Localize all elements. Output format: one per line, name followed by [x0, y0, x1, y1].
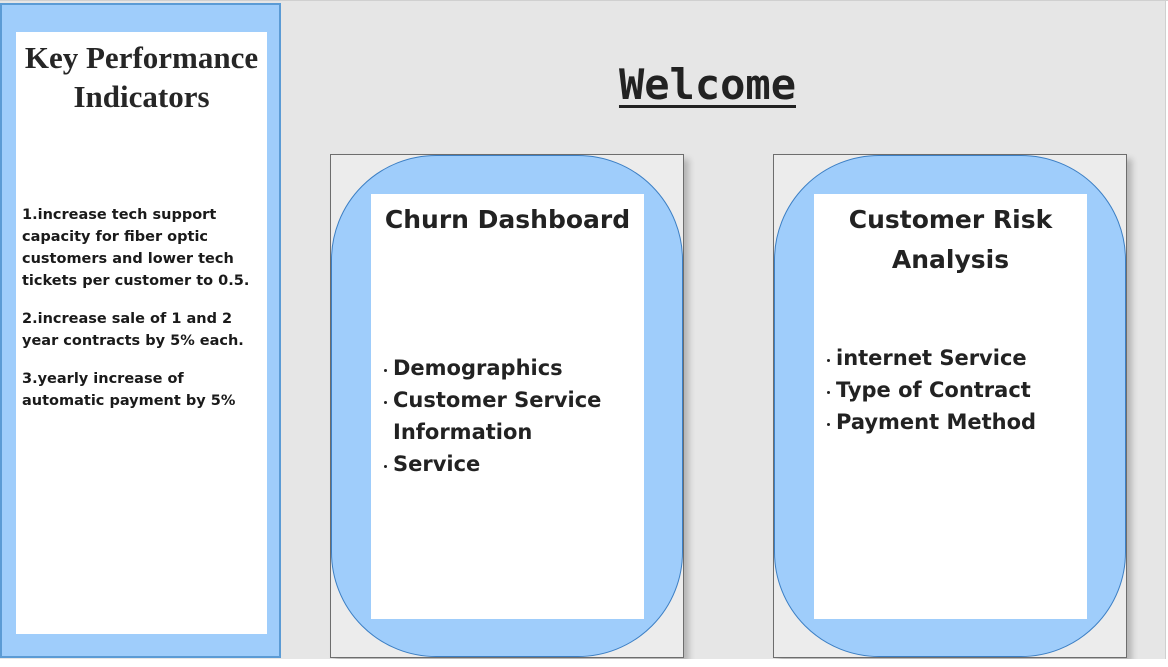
- list-item: Customer Service Information: [384, 384, 639, 448]
- churn-dashboard-button[interactable]: Churn Dashboard Demographics Customer Se…: [330, 154, 684, 658]
- churn-dashboard-title: Churn Dashboard: [384, 205, 631, 234]
- list-item: Service: [384, 448, 639, 480]
- customer-risk-analysis-card[interactable]: Customer Risk Analysis internet Service …: [814, 194, 1087, 619]
- bullet-icon: [384, 465, 387, 468]
- customer-risk-analysis-title: Customer Risk Analysis: [848, 205, 1053, 274]
- list-item-label: internet Service: [836, 346, 1027, 370]
- list-item-label: Payment Method: [836, 410, 1037, 434]
- list-item: Demographics: [384, 352, 639, 384]
- list-item: internet Service: [827, 342, 1082, 374]
- list-item-label: Customer Service Information: [393, 388, 602, 444]
- customer-risk-analysis-list: internet Service Type of Contract Paymen…: [827, 342, 1082, 438]
- kpi-title: Key Performance Indicators: [24, 40, 259, 114]
- list-item: Payment Method: [827, 406, 1082, 438]
- bullet-icon: [384, 401, 387, 404]
- kpi-panel: Key Performance Indicators 1.increase te…: [0, 3, 281, 658]
- churn-dashboard-card[interactable]: Churn Dashboard Demographics Customer Se…: [371, 194, 644, 619]
- bullet-icon: [827, 359, 830, 362]
- customer-risk-analysis-button[interactable]: Customer Risk Analysis internet Service …: [773, 154, 1127, 658]
- kpi-item-2: 2.increase sale of 1 and 2 year contract…: [22, 311, 244, 349]
- bottom-strip: [0, 659, 1168, 667]
- welcome-title: Welcome: [618, 60, 796, 109]
- bullet-icon: [384, 369, 387, 372]
- right-edge-divider: [1165, 1, 1168, 660]
- churn-dashboard-list: Demographics Customer Service Informatio…: [384, 352, 639, 480]
- kpi-item-3: 3.yearly increase of automatic payment b…: [22, 371, 236, 409]
- bullet-icon: [827, 391, 830, 394]
- kpi-card: Key Performance Indicators 1.increase te…: [16, 32, 267, 634]
- list-item-label: Service: [393, 452, 481, 476]
- kpi-item-1: 1.increase tech support capacity for fib…: [22, 207, 250, 289]
- list-item: Type of Contract: [827, 374, 1082, 406]
- bullet-icon: [827, 423, 830, 426]
- kpi-list: 1.increase tech support capacity for fib…: [22, 204, 265, 428]
- list-item-label: Type of Contract: [836, 378, 1031, 402]
- list-item-label: Demographics: [393, 356, 563, 380]
